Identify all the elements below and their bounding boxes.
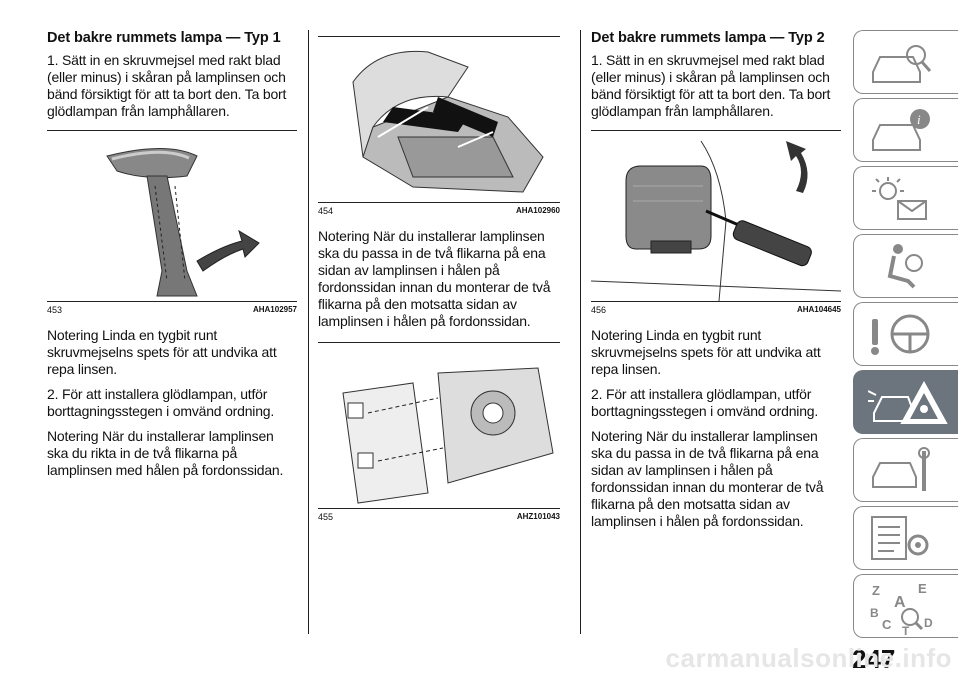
note-2-text: Notering När du installerar lamplinsen s… — [591, 428, 824, 529]
note-text: Notering När du installerar lamplinsen s… — [318, 228, 551, 329]
tab-in-emergency[interactable] — [853, 370, 958, 434]
figure-top-rule — [47, 130, 297, 131]
figure-bottom-rule — [591, 301, 841, 302]
column-middle: 454 AHA102960 Notering När du installera… — [318, 0, 560, 534]
svg-text:i: i — [917, 112, 921, 127]
alphabetical-index-icon: Z E A B C T D — [870, 581, 933, 637]
figure-code: AHA102960 — [515, 206, 560, 215]
car-maintenance-icon — [872, 447, 930, 491]
column-right: Det bakre rummets lampa — Typ 2 1. Sätt … — [591, 0, 841, 538]
index-letter: D — [924, 616, 933, 630]
figure-bottom-rule — [318, 508, 560, 509]
section-heading-type1: Det bakre rummets lampa — Typ 1 — [47, 30, 281, 46]
key-steering-wheel-icon — [871, 314, 930, 355]
tab-starting-driving[interactable] — [853, 302, 958, 366]
lamp-removal-illustration — [106, 148, 260, 297]
lamp-tabs-illustration — [342, 367, 554, 504]
index-letter: A — [894, 594, 906, 611]
step-2-text: 2. För att installera glödlampan, utför … — [591, 386, 819, 419]
specifications-list-icon — [871, 516, 929, 560]
warning-lights-message-icon — [872, 177, 927, 220]
note-1-text: Notering Linda en tygbit runt skruvmejse… — [47, 327, 277, 377]
index-letter: C — [882, 617, 892, 632]
figure-bottom-rule — [47, 301, 297, 302]
figure-number: 454 — [318, 206, 334, 216]
tab-index[interactable]: Z E A B C T D — [853, 574, 958, 638]
index-letter: T — [902, 624, 910, 637]
figure-top-rule — [318, 342, 560, 343]
tab-warning-lights[interactable] — [853, 166, 958, 230]
figure-number: 455 — [318, 512, 334, 522]
tab-servicing[interactable] — [853, 438, 958, 502]
section-heading-type2: Det bakre rummets lampa — Typ 2 — [591, 30, 825, 46]
figure-caption: 454 AHA102960 — [318, 206, 560, 216]
tab-safety[interactable] — [853, 234, 958, 298]
tab-car-info[interactable]: i — [853, 98, 958, 162]
car-search-icon — [872, 45, 932, 83]
figure-455 — [318, 343, 560, 508]
airbag-seat-icon — [887, 244, 923, 289]
screwdriver-illustration — [591, 140, 841, 301]
figure-456 — [591, 131, 841, 301]
tab-technical-specs[interactable] — [853, 506, 958, 570]
figure-top-rule — [591, 130, 841, 131]
figure-454 — [318, 37, 560, 202]
figure-caption: 456 AHA104645 — [591, 305, 841, 315]
figure-number: 456 — [591, 305, 607, 315]
car-breakdown-warning-icon — [868, 380, 948, 424]
lamp-lens-illustration — [352, 50, 544, 193]
note-2-text: Notering När du installerar lamplinsen s… — [47, 428, 284, 478]
watermark: carmanualsonline.info — [665, 643, 952, 673]
page-number: 247 — [852, 644, 896, 674]
index-letter: E — [918, 581, 927, 596]
figure-top-rule — [318, 36, 560, 37]
figure-453 — [47, 131, 297, 301]
column-left: Det bakre rummets lampa — Typ 1 1. Sätt … — [47, 0, 297, 487]
car-info-icon: i — [872, 109, 930, 151]
figure-code: AHA104645 — [796, 305, 841, 314]
tab-car-search[interactable] — [853, 30, 958, 94]
step-2-text: 2. För att installera glödlampan, utför … — [47, 386, 275, 419]
figure-caption: 453 AHA102957 — [47, 305, 297, 315]
step-1-text: 1. Sätt in en skruvmejsel med rakt blad … — [47, 52, 287, 119]
figure-number: 453 — [47, 305, 63, 315]
figure-code: AHZ101043 — [516, 512, 560, 521]
step-1-text: 1. Sätt in en skruvmejsel med rakt blad … — [591, 52, 831, 119]
index-letter: Z — [872, 583, 880, 598]
index-letter: B — [870, 606, 879, 620]
column-divider — [308, 30, 309, 634]
figure-bottom-rule — [318, 202, 560, 203]
figure-code: AHA102957 — [252, 305, 297, 314]
figure-caption: 455 AHZ101043 — [318, 512, 560, 522]
note-1-text: Notering Linda en tygbit runt skruvmejse… — [591, 327, 821, 377]
column-divider — [580, 30, 581, 634]
